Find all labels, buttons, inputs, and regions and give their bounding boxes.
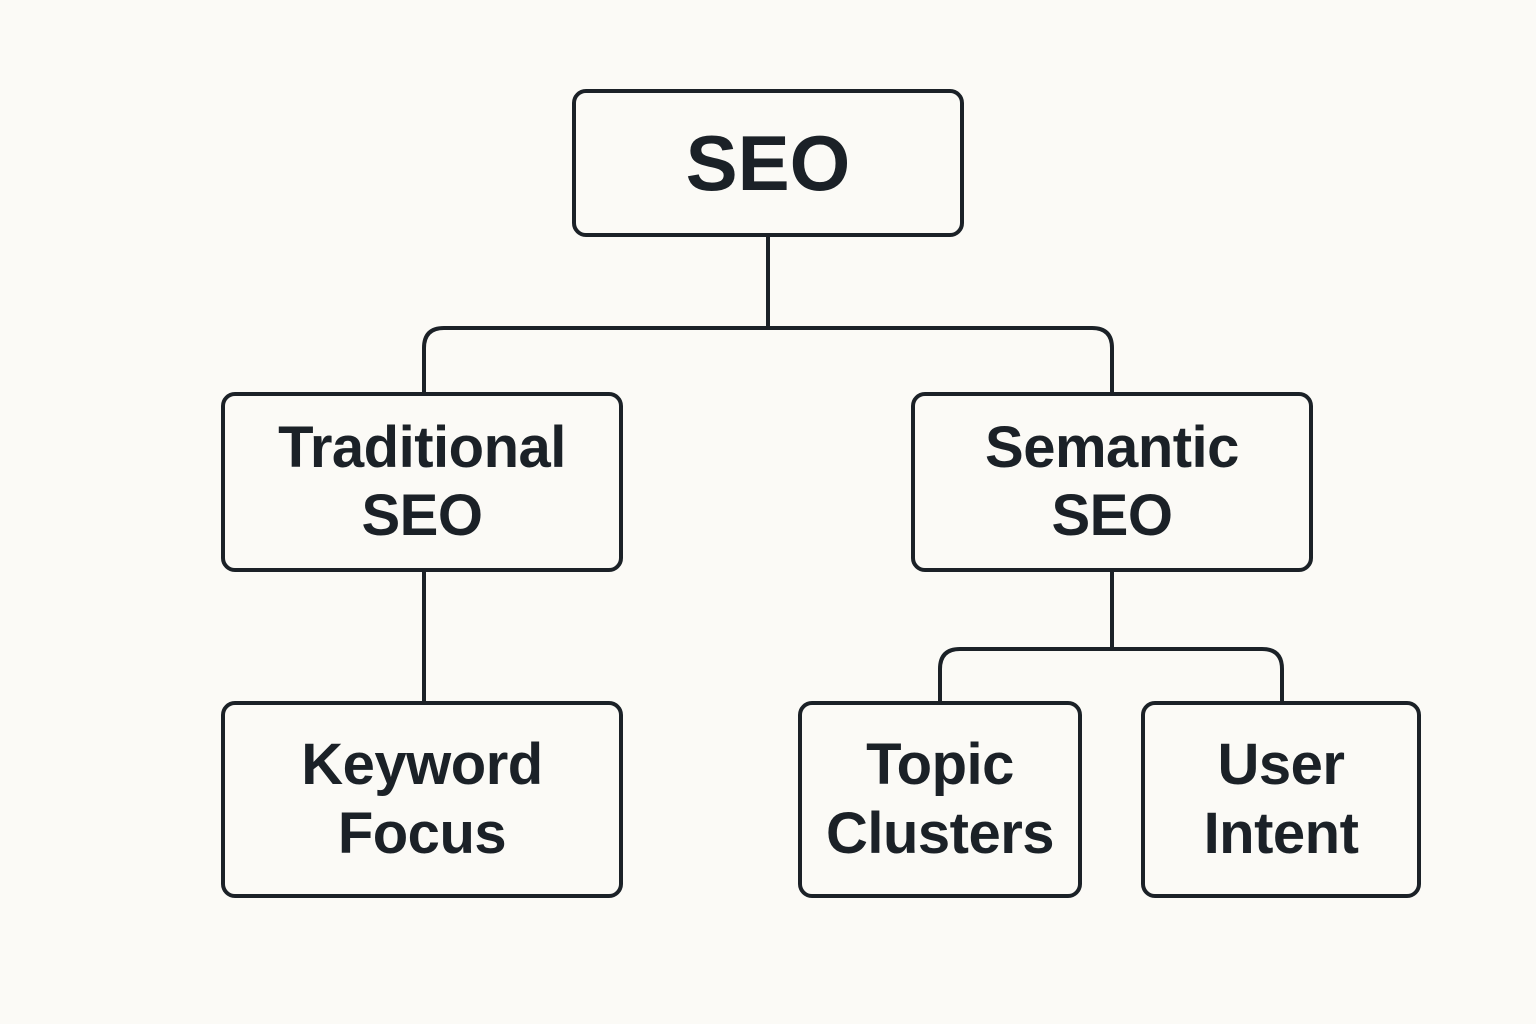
- node-keyword-focus: Keyword Focus: [221, 701, 623, 898]
- node-semantic-seo-line-2: SEO: [1051, 483, 1173, 548]
- node-seo: SEO: [572, 89, 964, 237]
- node-semantic-seo-label: Semantic SEO: [985, 414, 1239, 551]
- node-keyword-focus-line-1: Keyword: [301, 732, 543, 798]
- node-user-intent-line-1: User: [1217, 732, 1345, 798]
- node-traditional-seo-line-1: Traditional: [278, 414, 566, 480]
- node-user-intent-line-2: Intent: [1203, 800, 1359, 866]
- connector-root-to-branches: [422, 235, 1114, 394]
- node-seo-label: SEO: [686, 117, 851, 209]
- node-traditional-seo: Traditional SEO: [221, 392, 623, 572]
- node-seo-text: SEO: [685, 118, 851, 207]
- node-user-intent-label: User Intent: [1204, 731, 1359, 868]
- node-traditional-seo-label: Traditional SEO: [278, 414, 566, 551]
- node-topic-clusters-line-2: Clusters: [825, 800, 1055, 866]
- node-semantic-seo-line-1: Semantic: [985, 414, 1239, 480]
- node-keyword-focus-label: Keyword Focus: [301, 731, 543, 868]
- node-topic-clusters-label: Topic Clusters: [825, 731, 1055, 868]
- node-user-intent: User Intent: [1141, 701, 1421, 898]
- connector-semantic-to-leaves: [938, 570, 1284, 703]
- node-topic-clusters-line-1: Topic: [866, 732, 1014, 798]
- node-keyword-focus-line-2: Focus: [337, 800, 507, 866]
- node-semantic-seo: Semantic SEO: [911, 392, 1313, 572]
- node-topic-clusters: Topic Clusters: [798, 701, 1082, 898]
- node-traditional-seo-line-2: SEO: [361, 483, 483, 548]
